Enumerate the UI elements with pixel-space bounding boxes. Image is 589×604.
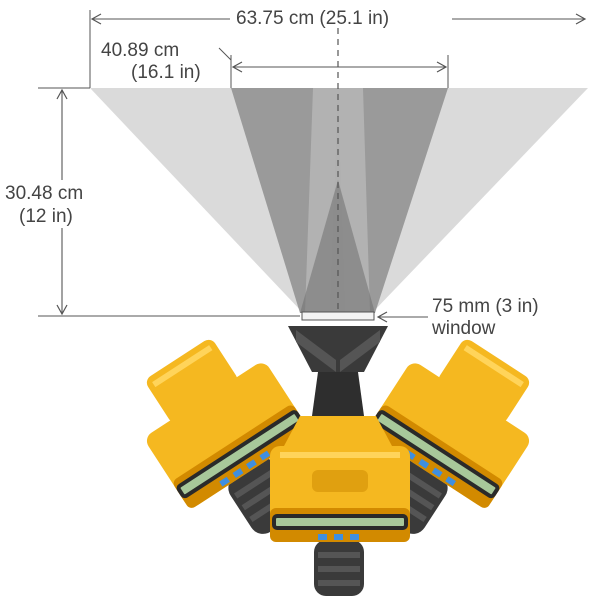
height-label-line2: (12 in) — [19, 206, 73, 227]
height-dimension — [38, 87, 300, 317]
inner-width-dimension — [218, 47, 449, 88]
window-label-line1: 75 mm (3 in) — [432, 296, 539, 317]
window-indicator — [301, 311, 428, 323]
inner-width-label-line2: (16.1 in) — [131, 62, 201, 83]
overlap-region — [300, 180, 375, 313]
total-width-dimension — [89, 10, 587, 88]
window-label-line2: window — [432, 318, 496, 339]
inner-width-label-line1: 40.89 cm — [101, 40, 180, 61]
right-camera — [367, 339, 530, 534]
window-slot — [301, 311, 375, 321]
thermal-imager-camera-icon — [146, 326, 530, 596]
field-of-view-cones — [90, 88, 588, 313]
height-label-line1: 30.48 cm — [5, 183, 84, 204]
total-width-label: 63.75 cm (25.1 in) — [236, 8, 390, 29]
center-camera — [270, 416, 410, 596]
